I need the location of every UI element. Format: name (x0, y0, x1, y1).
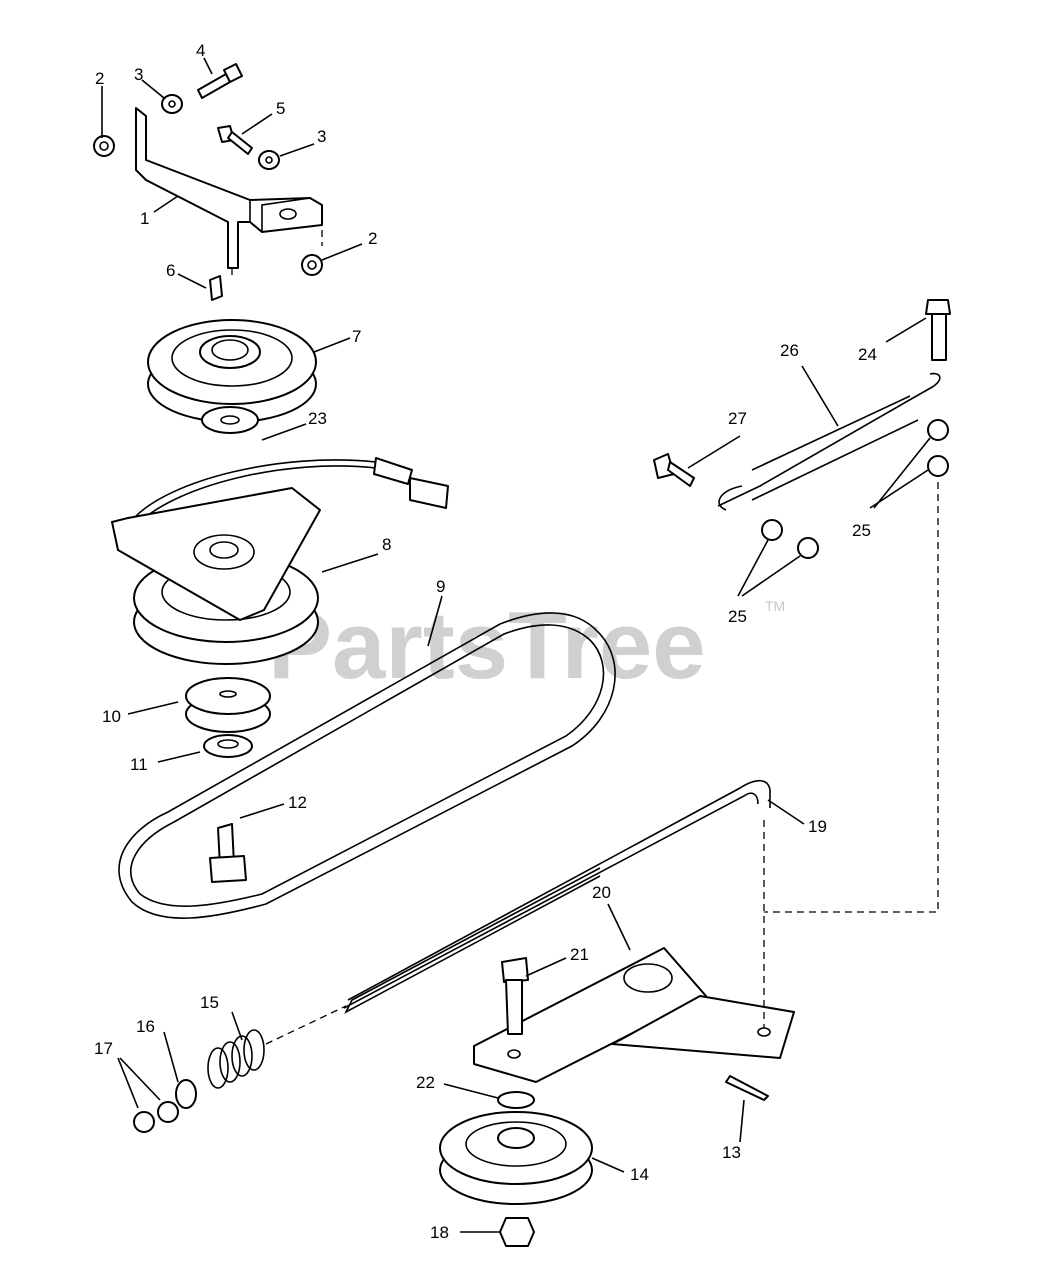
callout-18: 18 (430, 1223, 449, 1242)
assembly-line-bracket (231, 206, 323, 280)
part-rod-19 (343, 779, 771, 1014)
callout-24: 24 (858, 345, 877, 364)
part-bolt-12 (209, 823, 247, 883)
callout-2b: 2 (368, 229, 377, 248)
callout-7: 7 (352, 327, 361, 346)
part-washer-22 (497, 1091, 535, 1109)
part-pulley-14 (439, 1111, 593, 1205)
assembly-line-right (764, 482, 939, 913)
part-nuts-25 (761, 419, 949, 559)
callout-9: 9 (436, 577, 445, 596)
assembly-line-spring (265, 1005, 347, 1045)
callout-12: 12 (288, 793, 307, 812)
callout-13: 13 (722, 1143, 741, 1162)
callout-17: 17 (94, 1039, 113, 1058)
callout-25b: 25 (728, 607, 747, 626)
callout-labels: 1 2 2 3 3 4 5 6 7 8 9 10 11 12 13 14 15 … (94, 41, 877, 1242)
callout-25a: 25 (852, 521, 871, 540)
callout-19: 19 (808, 817, 827, 836)
part-nut-2a (93, 135, 115, 157)
callout-4: 4 (196, 41, 205, 60)
callout-2a: 2 (95, 69, 104, 88)
part-idler-arm-20 (473, 947, 795, 1083)
callout-3b: 3 (317, 127, 326, 146)
part-nut-2b (301, 254, 323, 276)
part-key-6 (209, 275, 223, 301)
callout-11: 11 (130, 755, 148, 774)
part-washer-3b (258, 150, 280, 170)
callout-22: 22 (416, 1073, 435, 1092)
part-spacer-23 (201, 406, 259, 434)
callout-5: 5 (276, 99, 285, 118)
part-bracket (135, 107, 323, 269)
callout-3a: 3 (134, 65, 143, 84)
part-washer-11 (203, 734, 253, 758)
part-bolt-5 (217, 125, 253, 155)
part-bolt-27 (653, 453, 695, 487)
part-spring-15 (207, 1029, 265, 1089)
callout-6: 6 (166, 261, 175, 280)
callout-21: 21 (570, 945, 589, 964)
part-bolt-24 (925, 299, 951, 361)
callout-16: 16 (136, 1017, 155, 1036)
watermark-trademark: TM (765, 598, 785, 614)
callout-26: 26 (780, 341, 799, 360)
part-bolt-21 (501, 957, 529, 1035)
part-cotter-pin-13 (725, 1075, 769, 1101)
part-bolt-4 (197, 63, 243, 99)
part-nuts-17 (133, 1101, 179, 1133)
watermark-brand: PartsTree (268, 592, 706, 699)
callout-20: 20 (592, 883, 611, 902)
callout-23: 23 (308, 409, 327, 428)
leader-lines (101, 57, 931, 1233)
part-spring-26 (717, 372, 941, 511)
callout-27: 27 (728, 409, 747, 428)
callout-8: 8 (382, 535, 391, 554)
part-spacer-10 (185, 677, 271, 733)
part-clutch-8 (111, 457, 449, 665)
callout-14: 14 (630, 1165, 649, 1184)
callout-10: 10 (102, 707, 121, 726)
callout-1: 1 (140, 209, 149, 228)
part-washer-3a (161, 94, 183, 114)
part-nut-18 (499, 1217, 535, 1247)
part-washer-16 (175, 1079, 197, 1109)
part-belt-9 (118, 612, 616, 919)
callout-15: 15 (200, 993, 219, 1012)
